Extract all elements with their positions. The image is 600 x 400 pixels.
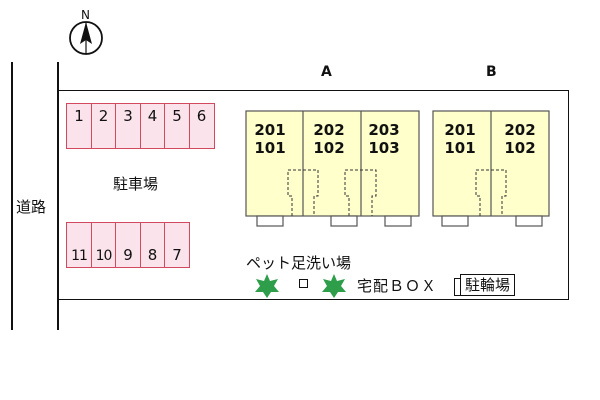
unit-lower: 102 — [313, 139, 345, 157]
road-edge-line — [11, 62, 13, 330]
tree-icon — [322, 274, 346, 298]
parking-slot: 5 — [164, 103, 190, 149]
pet-wash-station — [299, 279, 308, 288]
parking-slot: 11 — [66, 222, 92, 268]
parking-slot: 4 — [139, 103, 166, 149]
parking-slot: 6 — [188, 103, 215, 149]
pet-wash-label: ペット足洗い場 — [246, 254, 352, 272]
unit-lower: 101 — [254, 139, 286, 157]
compass-label: N — [81, 8, 90, 22]
unit-label: 203 103 — [364, 121, 404, 157]
parking-slot: 1 — [66, 103, 92, 149]
unit-label: 201 101 — [250, 121, 290, 157]
unit-upper: 201 — [254, 121, 286, 139]
delivery-box-label: 宅配ＢＯＸ — [357, 277, 438, 295]
site-left-edge — [57, 62, 59, 330]
parking-label: 駐車場 — [113, 175, 159, 193]
parking-slot: 2 — [90, 103, 117, 149]
parking-slot: 8 — [139, 222, 166, 268]
road-label: 道路 — [16, 198, 47, 216]
tree-icon — [255, 274, 279, 298]
unit-upper: 201 — [444, 121, 476, 139]
unit-lower: 101 — [444, 139, 476, 157]
unit-upper: 202 — [313, 121, 345, 139]
unit-lower: 103 — [368, 139, 400, 157]
unit-label: 201 101 — [440, 121, 480, 157]
site-boundary — [57, 90, 569, 300]
building-a-label: A — [321, 64, 332, 80]
parking-slot: 9 — [115, 222, 141, 268]
bike-parking: 駐輪場 — [460, 274, 516, 296]
parking-row-bottom: 11 10 9 8 7 — [66, 222, 190, 268]
parking-slot: 3 — [115, 103, 141, 149]
unit-label: 202 102 — [309, 121, 349, 157]
north-compass-icon — [69, 21, 103, 55]
parking-slot: 7 — [164, 222, 190, 268]
unit-lower: 102 — [504, 139, 536, 157]
building-b-label: B — [486, 64, 497, 80]
unit-label: 202 102 — [500, 121, 540, 157]
building-b — [432, 110, 550, 227]
unit-upper: 202 — [504, 121, 536, 139]
parking-slot: 10 — [90, 222, 117, 268]
unit-upper: 203 — [368, 121, 400, 139]
parking-row-top: 1 2 3 4 5 6 — [66, 103, 215, 149]
building-a — [245, 110, 420, 227]
